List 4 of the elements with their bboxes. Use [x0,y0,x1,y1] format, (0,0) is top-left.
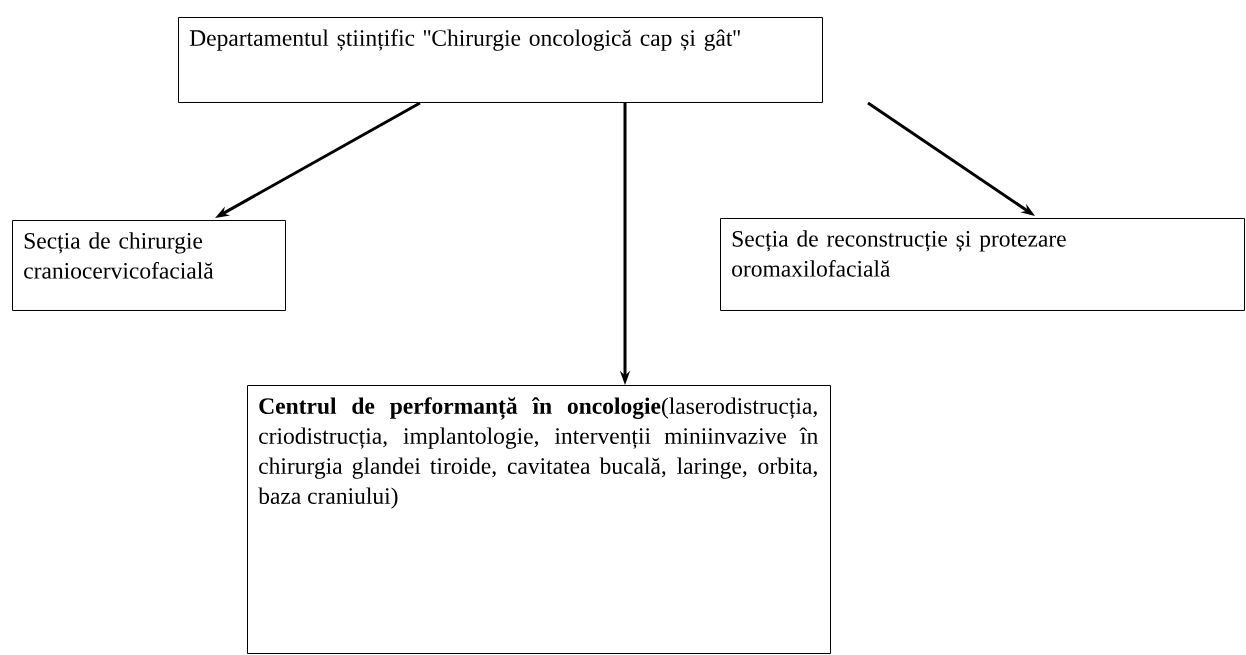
org-box: Centrul de performanță în oncologie(laserodistrucția, criodistrucția, implantologie, intervenții miniinvazive în chirurgia glandei tiroide, cavitatea bucală, laringe, orbita, baza craniului) [247,385,831,654]
org-box: Secția de reconstrucție și protezare oromaxilofacială [720,218,1245,311]
org-box: Secția de chirurgie craniocervicofacială [12,220,286,311]
org-box: Departamentul științific ''Chirurgie oncologică cap și gât'' [178,17,823,103]
